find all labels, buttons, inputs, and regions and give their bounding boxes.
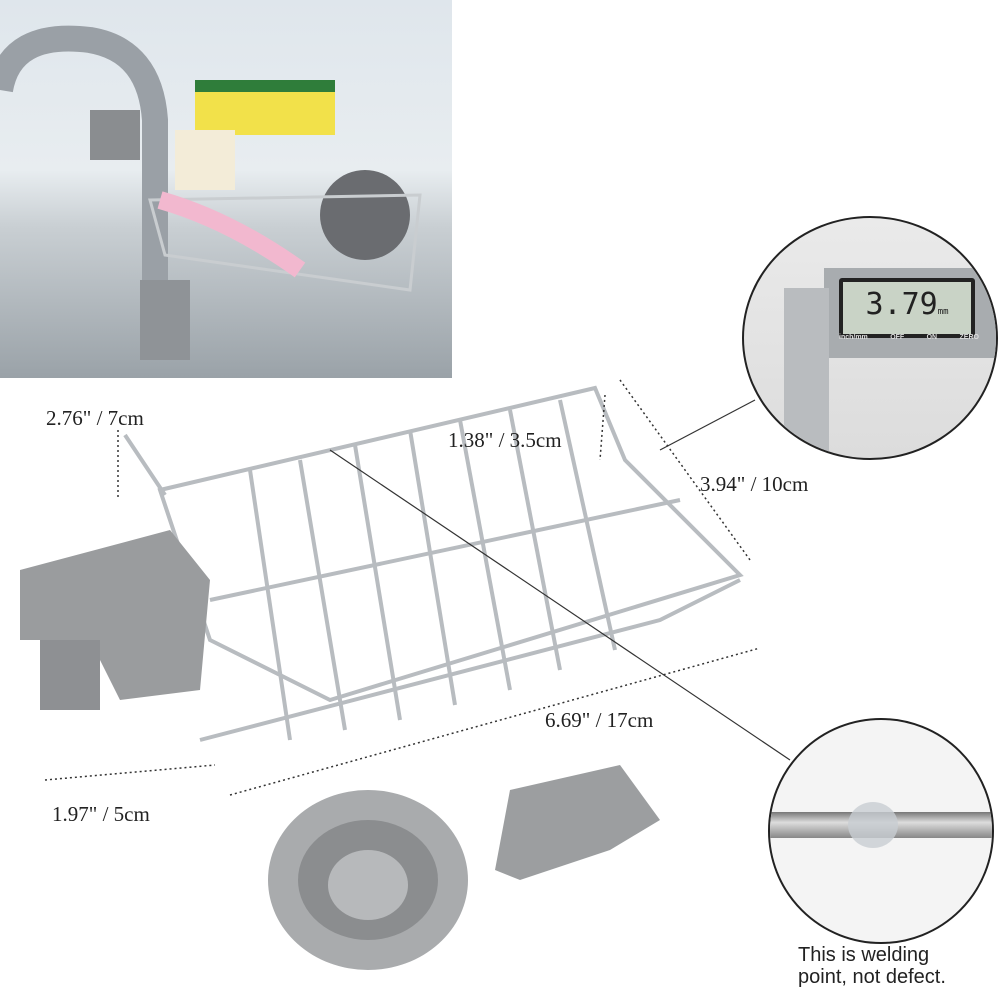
clip-height-label: 1.97" / 5cm xyxy=(52,802,150,826)
height-dimension-label: 2.76" / 7cm xyxy=(46,406,144,430)
welding-note-line-2: point, not defect. xyxy=(798,966,946,988)
caliper-display: 3.79mm xyxy=(839,278,975,338)
caliper-jaw xyxy=(784,288,829,458)
caliper-button-labels: inch/mm OFF ON ZERO xyxy=(839,334,979,341)
wire-basket xyxy=(123,385,744,742)
caliper-measurement-inset: 3.79mm inch/mm OFF ON ZERO xyxy=(742,216,998,460)
caliper-label-on: ON xyxy=(926,334,938,341)
caliper-label-inch-mm: inch/mm xyxy=(839,334,868,341)
callout-lines xyxy=(329,399,791,761)
caliper-reading: 3.79 xyxy=(865,287,938,322)
caliper-label-off: OFF xyxy=(890,334,905,341)
welding-point-inset xyxy=(768,718,994,944)
faucet-with-rack-illustration xyxy=(0,25,422,360)
welding-note: This is welding point, not defect. xyxy=(798,944,946,988)
length-dimension-label: 6.69" / 17cm xyxy=(545,708,654,732)
dimension-lines xyxy=(44,379,761,796)
caliper-label-zero: ZERO xyxy=(959,334,979,341)
spare-clip xyxy=(495,765,660,880)
caliper-unit: mm xyxy=(937,307,949,317)
welding-note-line-1: This is welding xyxy=(798,944,930,966)
usage-photo xyxy=(0,0,452,378)
faucet-clip xyxy=(20,530,210,710)
threaded-adapter xyxy=(268,790,468,970)
inner-depth-label: 1.38" / 3.5cm xyxy=(448,428,562,452)
weld-blob xyxy=(848,802,898,848)
width-dimension-label: 3.94" / 10cm xyxy=(700,472,809,496)
